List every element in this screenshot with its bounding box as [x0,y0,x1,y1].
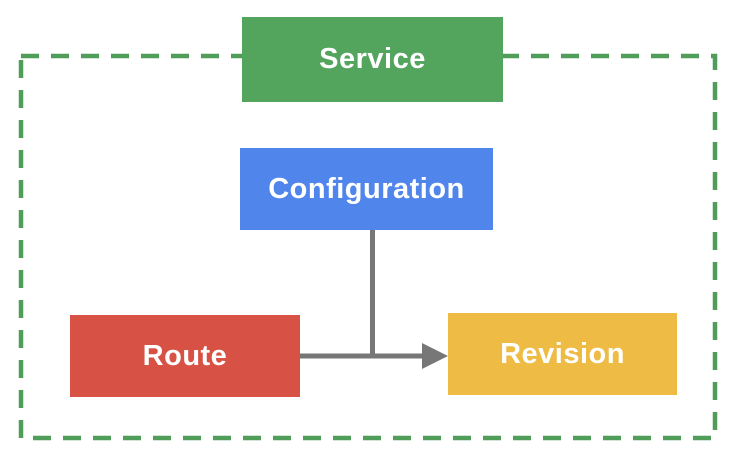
node-route[interactable]: Route [70,315,300,397]
node-configuration[interactable]: Configuration [240,148,493,230]
node-route-label: Route [142,339,228,372]
node-service-label: Service [319,43,426,75]
node-service[interactable]: Service [242,17,503,102]
node-revision[interactable]: Revision [448,313,677,395]
node-configuration-label: Configuration [268,172,465,205]
arrowhead-icon [422,343,448,369]
node-revision-label: Revision [500,337,625,370]
